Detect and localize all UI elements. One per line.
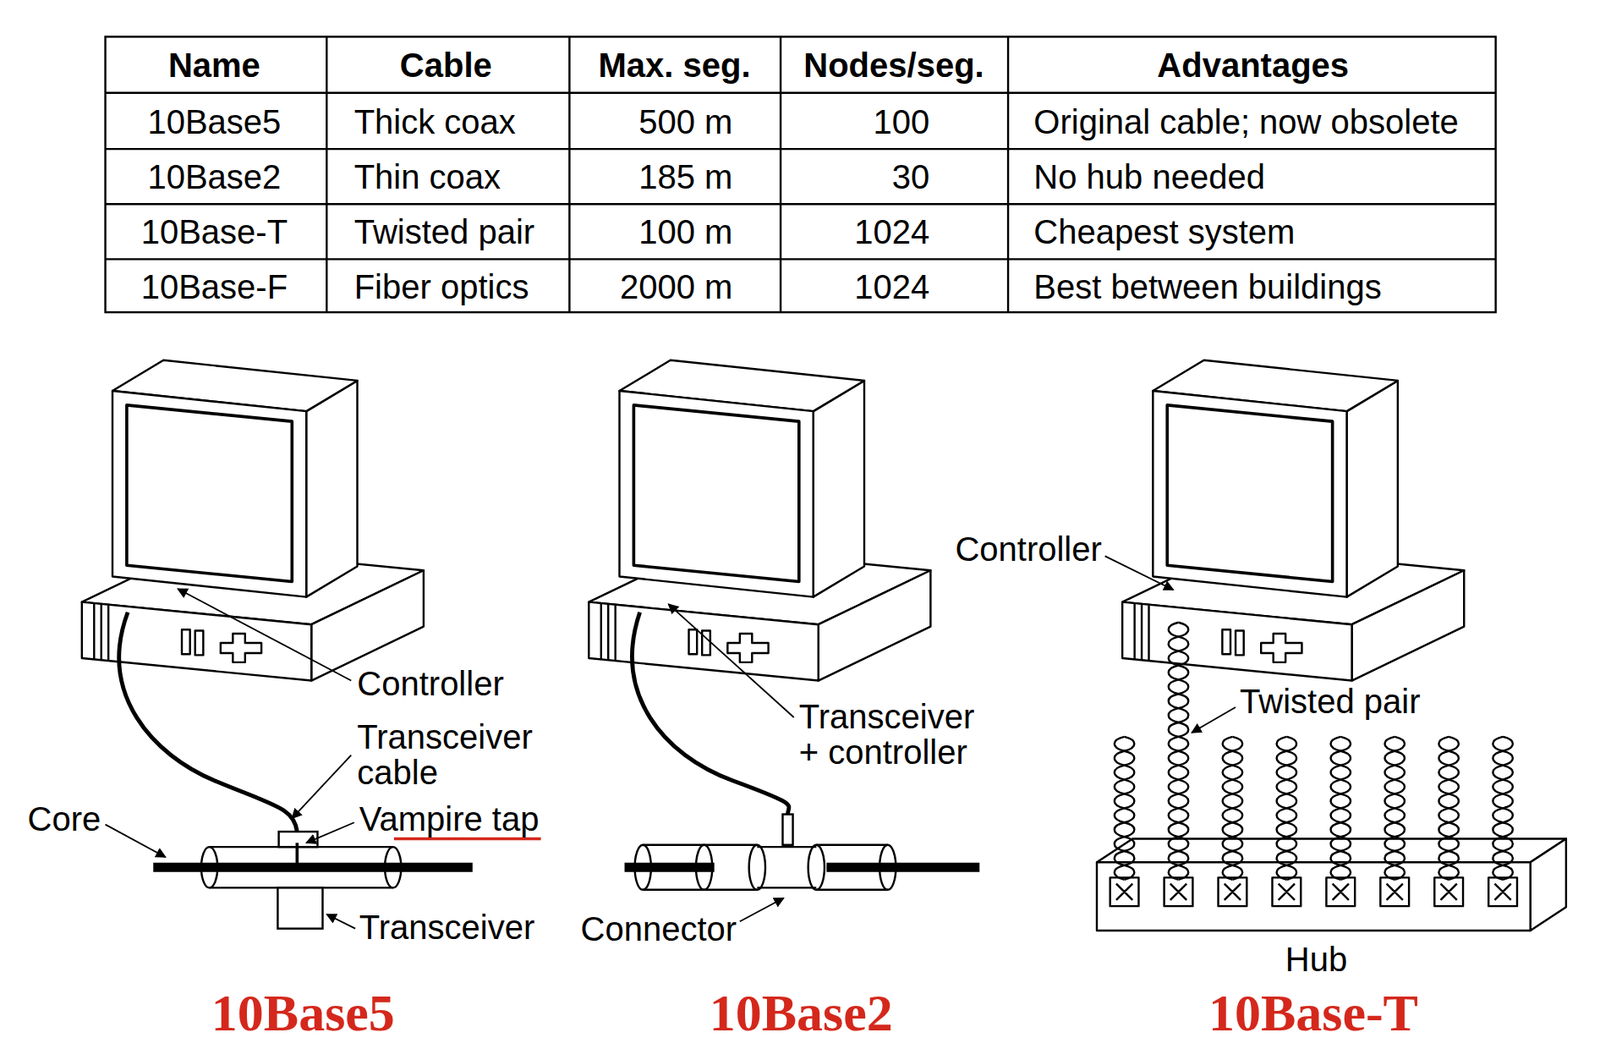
coax-end — [695, 844, 713, 890]
leader-lines — [105, 555, 1236, 928]
callout-label: Connector — [580, 910, 738, 947]
hub-ports — [1110, 876, 1518, 906]
table-cell: 10Base2 — [147, 158, 281, 195]
table-header: Nodes/seg. — [803, 47, 984, 83]
table-cell: Original cable; now obsolete — [1033, 104, 1459, 140]
table-cell: Twisted pair — [354, 213, 535, 250]
coax-core — [624, 862, 981, 872]
computer — [1122, 360, 1464, 681]
table-cell: No hub needed — [1033, 158, 1266, 195]
table-cell: Cheapest system — [1033, 213, 1295, 250]
table-cell: Thin coax — [354, 158, 501, 195]
table-cell: 10Base5 — [147, 104, 281, 140]
table-cell: 100 — [872, 104, 930, 140]
coax-end — [635, 844, 652, 890]
table-cell: 10Base-T — [141, 213, 288, 250]
callout-label: Transceiver + controller — [799, 698, 998, 770]
computer — [588, 360, 931, 681]
table-cell: 2000 m — [619, 268, 733, 305]
t-connector — [782, 814, 793, 845]
coax-end — [749, 844, 766, 890]
coax-sheath — [642, 844, 888, 890]
table-header: Advantages — [1156, 47, 1349, 83]
leader-line — [326, 914, 356, 929]
red-underline — [394, 837, 542, 841]
callout-label: Twisted pair — [1239, 683, 1420, 719]
twisted-pairs — [1114, 622, 1513, 880]
callout-label: Controller — [356, 665, 504, 702]
leader-line — [1191, 706, 1236, 733]
hub-front — [1096, 861, 1531, 931]
table-cell: 500 m — [638, 104, 733, 140]
table-cell: 30 — [892, 158, 931, 195]
table-cell: Fiber optics — [354, 268, 530, 305]
table-cell: 1024 — [854, 268, 930, 305]
callout-label: Transceiver cable — [356, 718, 548, 790]
table-cell: 100 m — [638, 213, 733, 250]
table-cell: Best between buildings — [1033, 268, 1381, 305]
hub-side — [1530, 838, 1567, 932]
table-cell: 185 m — [638, 158, 733, 195]
coax-sheath — [209, 846, 394, 888]
table-cell: Thick coax — [354, 104, 516, 140]
transceiver-box — [277, 887, 323, 928]
callout-label: Hub — [1285, 941, 1348, 977]
caption: 10Base5 — [211, 986, 395, 1039]
transceiver-cable — [119, 612, 297, 832]
coax-end — [201, 846, 218, 888]
table-header: Cable — [400, 47, 493, 83]
caption: 10Base2 — [709, 986, 894, 1039]
leader-line — [739, 897, 784, 921]
table-cell: 10Base-F — [141, 268, 288, 305]
caption: 10Base-T — [1208, 986, 1419, 1039]
table-header: Name — [168, 47, 261, 83]
callout-label: Vampire tap — [359, 800, 540, 837]
table-cell: 1024 — [854, 213, 930, 250]
callout-label: Transceiver — [359, 909, 535, 945]
table-header: Max. seg. — [598, 47, 751, 83]
leader-line — [668, 603, 794, 718]
computer — [82, 360, 424, 681]
leader-line — [291, 755, 351, 819]
coax-end — [384, 846, 401, 888]
callout-label: Controller — [954, 531, 1102, 567]
leader-line — [177, 588, 351, 681]
vampire-tap — [295, 842, 300, 867]
callout-label: Core — [27, 800, 102, 837]
coax-end — [879, 844, 896, 890]
table-grid — [105, 36, 1496, 313]
leader-line — [105, 824, 166, 858]
table-border — [105, 36, 1496, 313]
leader-line — [306, 821, 355, 843]
table-rules — [105, 36, 1496, 313]
leader-line — [1105, 555, 1174, 590]
coax-end — [808, 844, 825, 890]
